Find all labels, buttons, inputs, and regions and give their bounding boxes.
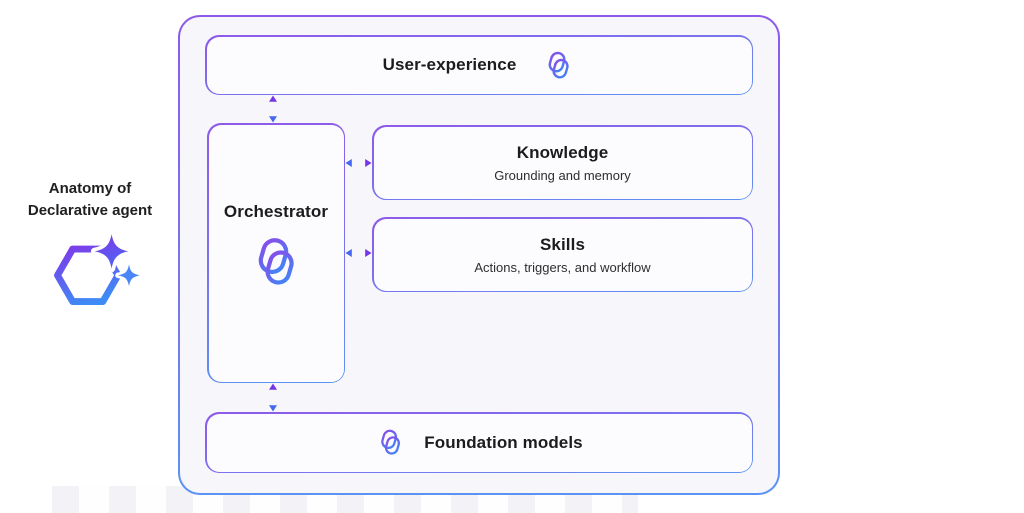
foundation-models-title: Foundation models [424, 432, 583, 452]
knowledge-title: Knowledge [516, 142, 609, 162]
user-experience-box: User-experience [205, 35, 753, 95]
knowledge-box: Knowledge Grounding and memory [372, 125, 753, 200]
sparkle-large-icon [90, 230, 133, 273]
copilot-icon [547, 49, 571, 80]
orchestrator-box: Orchestrator [207, 123, 345, 383]
side-caption: Anatomy of Declarative agent [8, 178, 172, 305]
caption-line-2: Declarative agent [27, 202, 153, 219]
caption-line-1: Anatomy of [48, 180, 132, 197]
caption-title: Anatomy of Declarative agent [8, 178, 172, 222]
agent-container-body: User-experience Orchestrator Knowledge G… [180, 17, 778, 493]
orchestrator-title: Orchestrator [223, 201, 329, 221]
arrow-ux-orchestrator [269, 95, 277, 123]
sparkle-small-icon [115, 261, 142, 290]
skills-subtitle: Actions, triggers, and workflow [474, 259, 651, 275]
foundation-models-box: Foundation models [205, 412, 753, 473]
agent-container: User-experience Orchestrator Knowledge G… [178, 15, 780, 495]
declarative-agent-icon [54, 230, 142, 305]
copilot-icon [247, 235, 305, 289]
arrow-orchestrator-knowledge [345, 159, 372, 167]
user-experience-title: User-experience [382, 55, 517, 74]
skills-title: Skills [539, 234, 586, 254]
skills-box: Skills Actions, triggers, and workflow [372, 217, 753, 292]
arrow-orchestrator-skills [345, 249, 372, 257]
knowledge-subtitle: Grounding and memory [494, 167, 631, 183]
copilot-icon [380, 428, 402, 457]
arrow-orchestrator-foundation [269, 383, 277, 412]
